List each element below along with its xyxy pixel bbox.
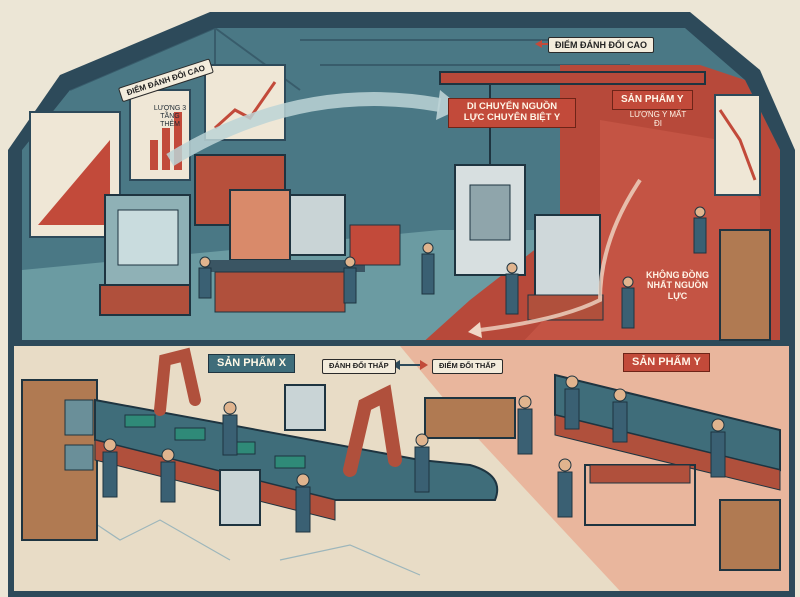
conveyor-x <box>94 398 499 521</box>
workers <box>102 206 726 533</box>
tradeoff-low-left-label: ĐÁNH ĐỔI THẤP <box>322 359 396 374</box>
product-y-bottom-label: SẢN PHẨM Y <box>623 353 710 372</box>
output-y-lost-label: LƯỢNG Y MẤT ĐI <box>629 110 687 129</box>
tradeoff-low-right-label: ĐIỂM ĐỔI THẤP <box>432 359 503 374</box>
control-cabinet <box>21 379 98 541</box>
product-x-label: SẢN PHẨM X <box>208 354 296 373</box>
product-y-top-label: SẢN PHẨM Y <box>612 90 693 110</box>
robot-arms <box>154 347 402 526</box>
upper-machines <box>99 154 401 316</box>
chart-caption: LƯỢNG 3 TẦNG THÊM <box>153 105 187 129</box>
move-resources-label: DI CHUYỂN NGUỒN LỰC CHUYÊN BIỆT Y <box>448 98 576 128</box>
overhead-crane <box>439 71 706 321</box>
uneven-resources-label: KHÔNG ĐỒNG NHẤT NGUỒN LỰC <box>646 270 709 301</box>
tradeoff-arrow <box>392 360 428 370</box>
top-right-banner: ĐIỂM ĐÁNH ĐỔI CAO <box>548 37 654 54</box>
